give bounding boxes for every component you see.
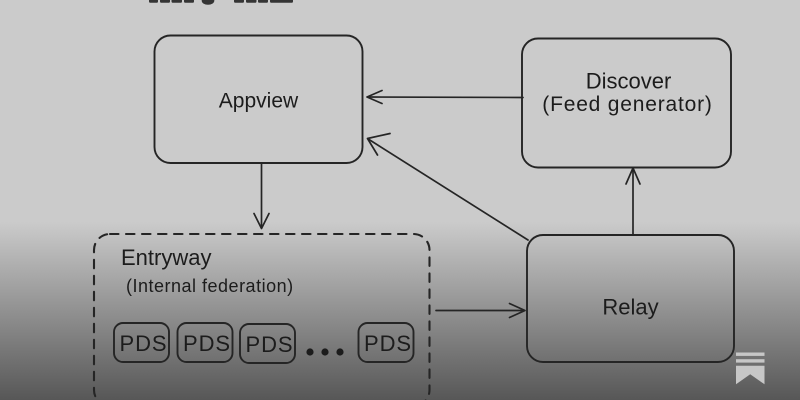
svg-text:Entryway: Entryway <box>121 245 211 270</box>
svg-text:Relay: Relay <box>602 295 658 320</box>
svg-text:PDS: PDS <box>364 331 412 356</box>
svg-text:(Internal federation): (Internal federation) <box>126 276 294 296</box>
svg-text:PDS: PDS <box>183 331 231 356</box>
svg-text:Appview: Appview <box>219 90 299 113</box>
svg-text:PDS: PDS <box>120 331 168 356</box>
svg-text:Discover: Discover <box>586 69 672 94</box>
svg-text:PDS: PDS <box>246 332 294 357</box>
svg-text:(Feed generator): (Feed generator) <box>542 93 712 116</box>
